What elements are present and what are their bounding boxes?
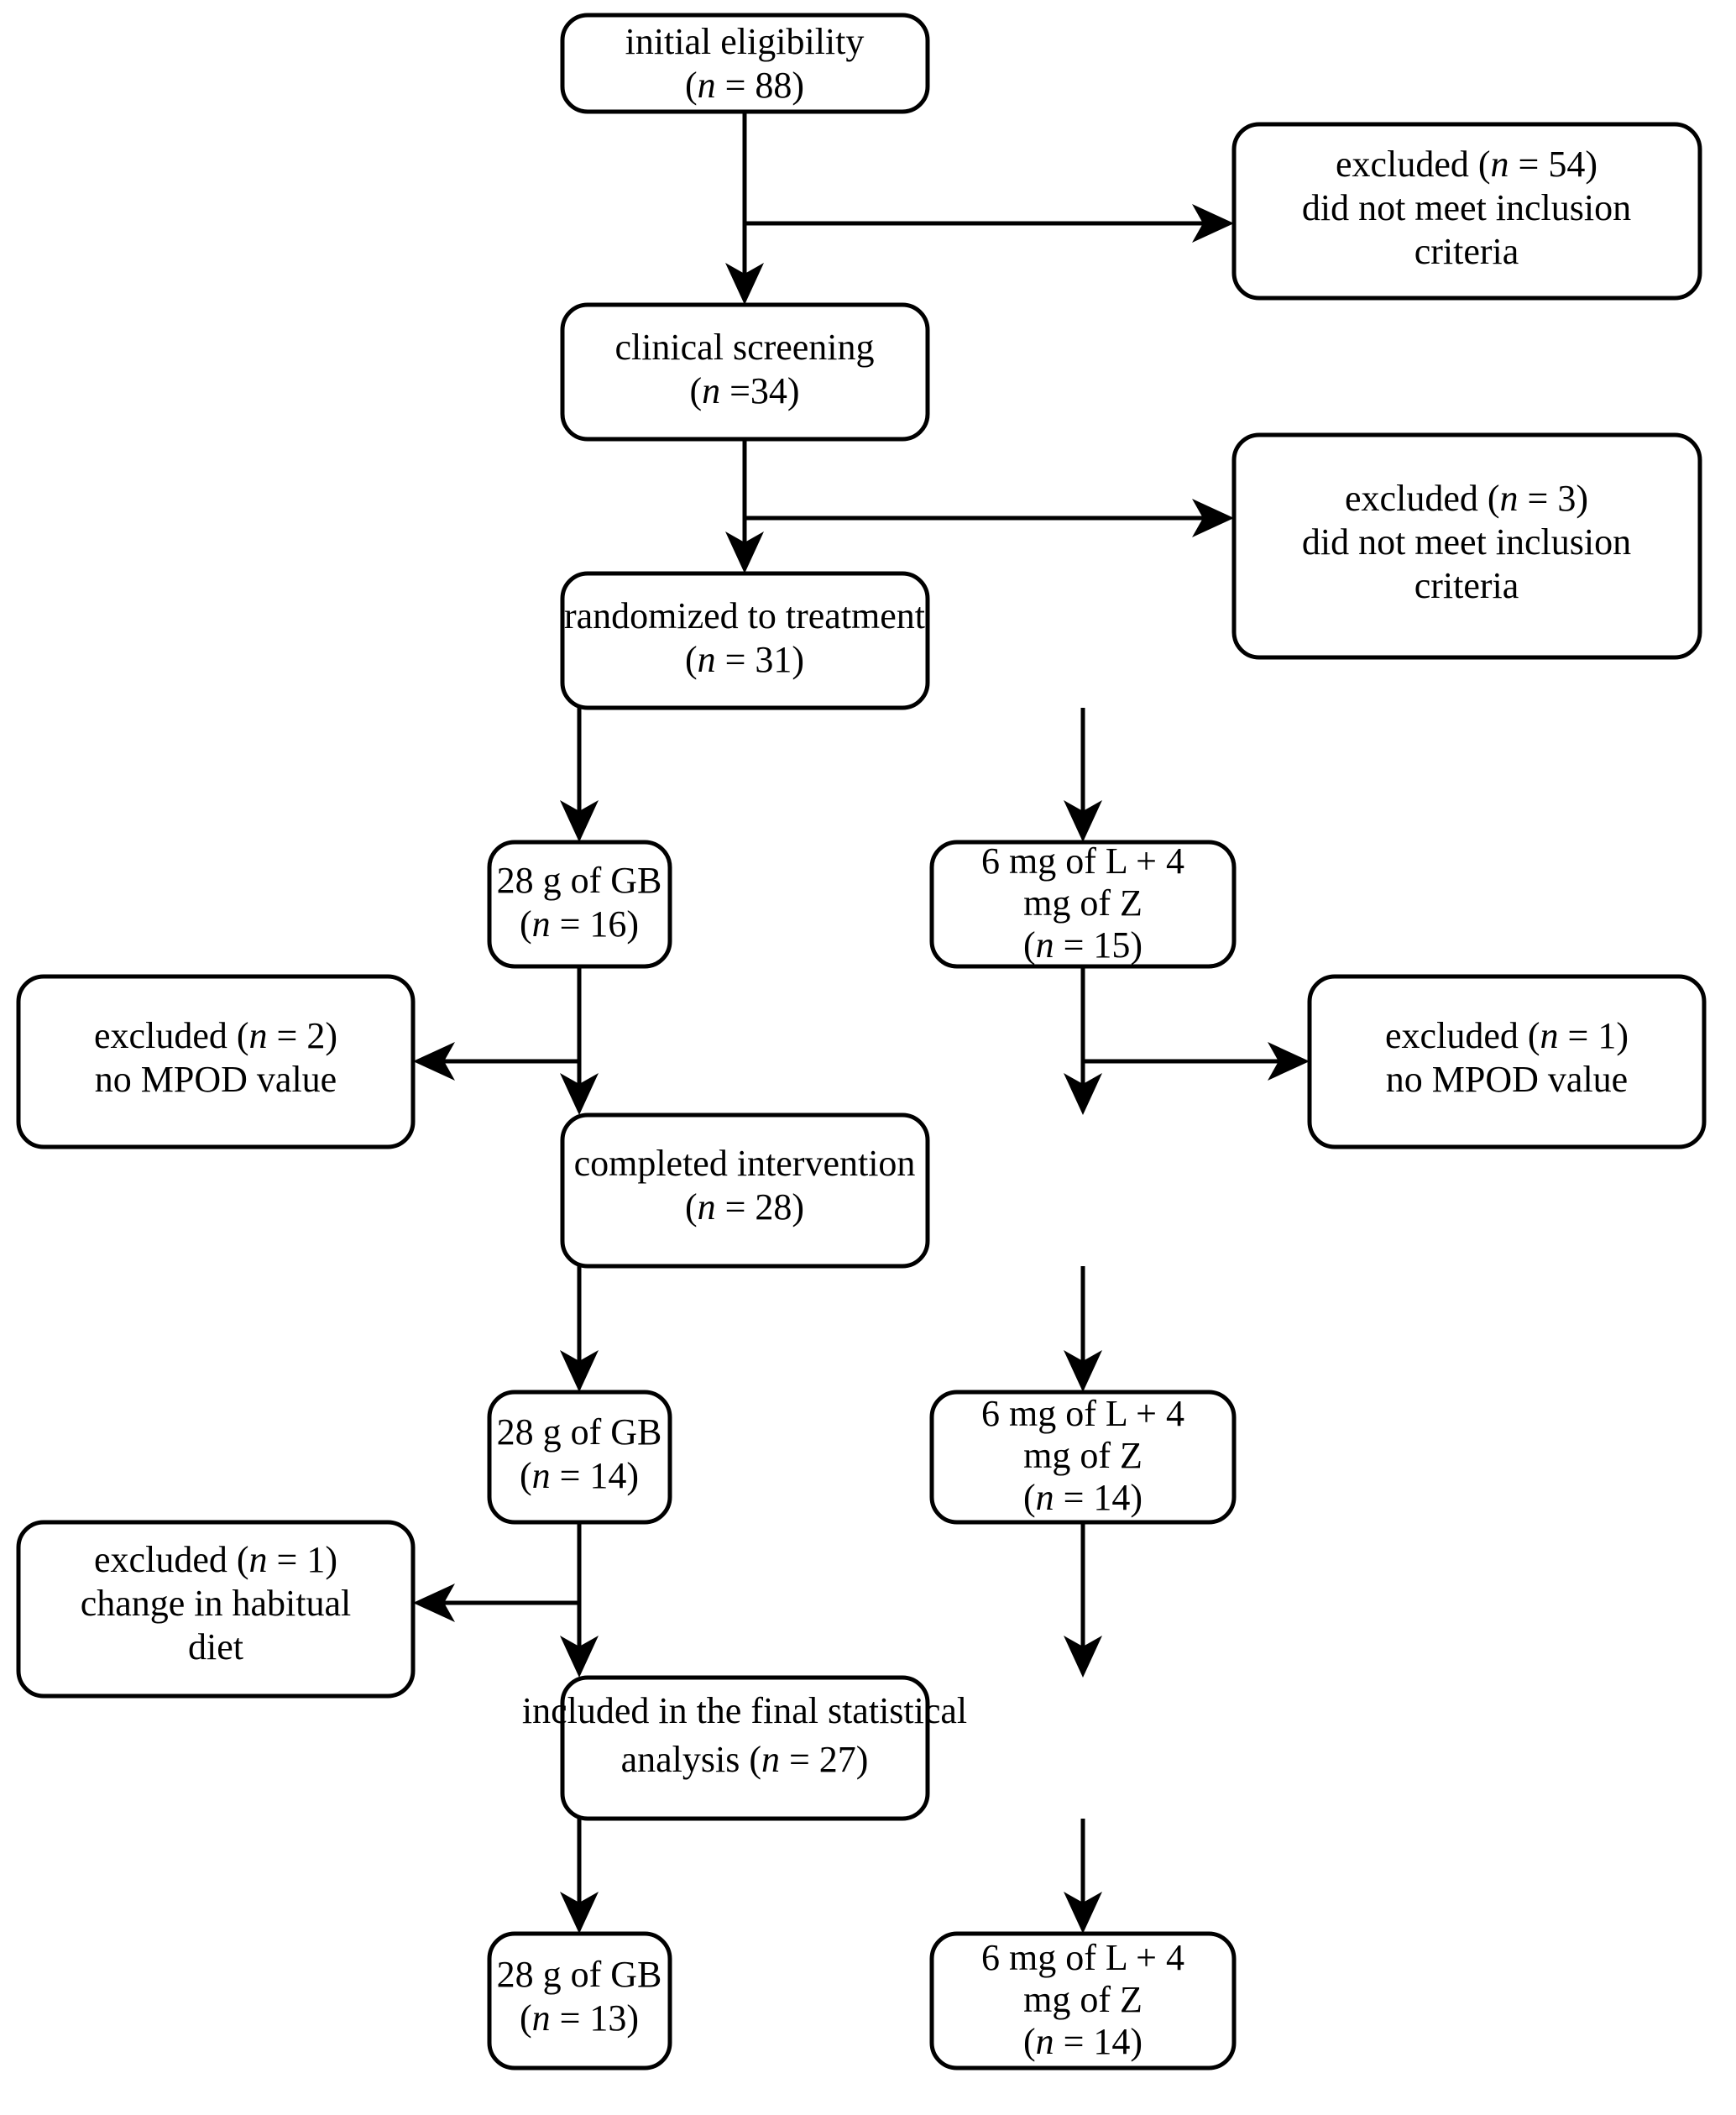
edge-layer: [413, 112, 1310, 1934]
node-box-excluded-3[interactable]: [1231, 432, 1702, 660]
node-line: excluded (n = 3): [1345, 478, 1588, 519]
node-initial-eligibility[interactable]: initial eligibility (n = 88): [560, 13, 930, 114]
node-box-initial-eligibility[interactable]: [560, 13, 930, 114]
edge-lz15-to-completed: [1064, 966, 1102, 1115]
node-line: (n = 88): [685, 65, 804, 106]
node-line: 6 mg of L + 4: [981, 1937, 1184, 1978]
node-box-randomized[interactable]: [560, 571, 930, 710]
edge-randomized-to-lz15: [1064, 708, 1102, 842]
node-line: criteria: [1414, 231, 1519, 272]
edge-lz14-to-final: [1064, 1522, 1102, 1678]
node-line: completed intervention: [574, 1143, 916, 1184]
node-box-final-analysis[interactable]: [560, 1675, 930, 1821]
node-line: change in habitual: [81, 1583, 352, 1624]
node-arm-gb-14[interactable]: 28 g of GB (n = 14): [487, 1390, 672, 1525]
node-line: diet: [188, 1626, 243, 1667]
node-line: (n = 14): [1023, 2021, 1143, 2062]
edge-gb16-to-completed: [560, 966, 599, 1115]
node-randomized-to-treatment[interactable]: randomized to treatment (n = 31): [560, 571, 930, 710]
node-line: criteria: [1414, 565, 1519, 606]
node-line: randomized to treatment: [564, 595, 925, 636]
node-excluded-54[interactable]: excluded (n = 54) did not meet inclusion…: [1231, 122, 1702, 301]
edge-lz15-to-excluded-1: [1083, 1042, 1310, 1081]
edge-randomized-to-gb16: [560, 708, 599, 842]
node-box-lz-14[interactable]: [929, 1390, 1237, 1525]
node-arm-lz-15[interactable]: 6 mg of L + 4 mg of Z (n = 15): [929, 840, 1237, 969]
node-box-clinical-screening[interactable]: [560, 302, 930, 442]
node-box-lz-14-final[interactable]: [929, 1931, 1237, 2071]
node-excluded-1-diet[interactable]: excluded (n = 1) change in habitual diet: [16, 1520, 416, 1699]
node-line: (n = 15): [1023, 924, 1143, 966]
node-box-completed[interactable]: [560, 1112, 930, 1269]
node-line: (n = 28): [685, 1186, 804, 1228]
node-line: 6 mg of L + 4: [981, 840, 1184, 882]
node-line: did not meet inclusion: [1302, 521, 1631, 563]
edge-gb16-to-excluded-2: [413, 1042, 579, 1081]
edge-final-to-lz14final: [1064, 1819, 1102, 1934]
node-clinical-screening[interactable]: clinical screening (n =34): [560, 302, 930, 442]
node-arm-lz-14-final[interactable]: 6 mg of L + 4 mg of Z (n = 14): [929, 1931, 1237, 2071]
edge-completed-to-gb14: [560, 1266, 599, 1392]
edge-final-to-gb13: [560, 1819, 599, 1934]
node-line: 28 g of GB: [497, 1954, 662, 1995]
node-line: excluded (n = 1): [1385, 1015, 1629, 1056]
node-excluded-3[interactable]: excluded (n = 3) did not meet inclusion …: [1231, 432, 1702, 660]
node-line: excluded (n = 1): [94, 1539, 337, 1580]
edge-screening-to-randomized: [725, 439, 764, 573]
edge-completed-to-lz14: [1064, 1266, 1102, 1392]
node-arm-gb-13[interactable]: 28 g of GB (n = 13): [487, 1931, 672, 2071]
node-line: included in the final statistical: [522, 1690, 967, 1731]
node-line: mg of Z: [1023, 882, 1143, 924]
node-line: (n = 13): [520, 1997, 639, 2039]
node-final-statistical-analysis[interactable]: included in the final statistical analys…: [522, 1675, 967, 1821]
node-box-excluded-1-mpod[interactable]: [1307, 974, 1707, 1149]
node-line: (n = 14): [1023, 1477, 1143, 1518]
node-arm-gb-16[interactable]: 28 g of GB (n = 16): [487, 840, 672, 969]
node-line: (n = 31): [685, 639, 804, 680]
node-line: excluded (n = 2): [94, 1015, 337, 1056]
node-line: excluded (n = 54): [1336, 144, 1597, 185]
edge-eligibility-to-screening: [725, 112, 764, 305]
node-box-gb-16[interactable]: [487, 840, 672, 969]
node-box-gb-14[interactable]: [487, 1390, 672, 1525]
node-line: no MPOD value: [1386, 1059, 1628, 1100]
node-arm-lz-14[interactable]: 6 mg of L + 4 mg of Z (n = 14): [929, 1390, 1237, 1525]
edge-gb14-to-excluded-diet: [413, 1584, 579, 1622]
node-box-excluded-54[interactable]: [1231, 122, 1702, 301]
node-line: (n = 16): [520, 903, 639, 945]
node-box-lz-15[interactable]: [929, 840, 1237, 969]
node-line: did not meet inclusion: [1302, 187, 1631, 228]
node-excluded-2-mpod[interactable]: excluded (n = 2) no MPOD value: [16, 974, 416, 1149]
edge-screening-to-excluded-3: [745, 499, 1234, 537]
edge-gb14-to-final: [560, 1522, 599, 1678]
node-completed-intervention[interactable]: completed intervention (n = 28): [560, 1112, 930, 1269]
node-line: (n =34): [689, 370, 799, 411]
node-line: 28 g of GB: [497, 860, 662, 901]
edge-eligibility-to-excluded-54: [745, 204, 1234, 243]
node-line: 28 g of GB: [497, 1411, 662, 1453]
node-line: (n = 14): [520, 1455, 639, 1496]
node-line: mg of Z: [1023, 1979, 1143, 2020]
node-line: no MPOD value: [95, 1059, 337, 1100]
node-line: initial eligibility: [625, 21, 865, 62]
node-excluded-1-mpod[interactable]: excluded (n = 1) no MPOD value: [1307, 974, 1707, 1149]
node-box-excluded-1-diet[interactable]: [16, 1520, 416, 1699]
node-line: analysis (n = 27): [621, 1739, 869, 1780]
node-line: mg of Z: [1023, 1435, 1143, 1476]
node-line: 6 mg of L + 4: [981, 1393, 1184, 1434]
node-box-gb-13[interactable]: [487, 1931, 672, 2071]
node-line: clinical screening: [614, 327, 874, 368]
node-box-excluded-2-mpod[interactable]: [16, 974, 416, 1149]
